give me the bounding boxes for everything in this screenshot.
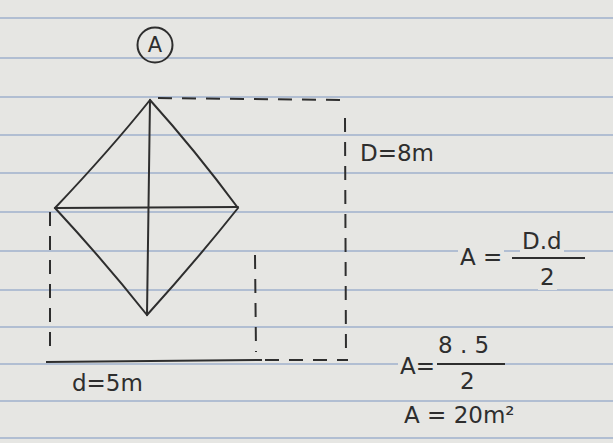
dimension-label: A= [398, 353, 437, 379]
dimension-label: D=8m [358, 140, 436, 166]
rhombus-figure [55, 100, 238, 315]
minor-diagonal [55, 207, 238, 208]
dimension-label: 2 [458, 368, 477, 394]
dimension-label: D.d [520, 228, 564, 254]
dimension-guides [50, 98, 348, 360]
dimension-label: d=5m [70, 370, 145, 396]
base-line [46, 360, 262, 362]
dimension-label: 2 [538, 264, 557, 290]
dimension-label: 8 . 5 [436, 332, 491, 358]
rhombus-outline [55, 100, 238, 315]
dimension-label: A = [458, 244, 504, 270]
circled-letter: A [136, 26, 174, 64]
ruled-lines [0, 18, 613, 438]
node-text: A [148, 33, 162, 57]
dimension-label: A = 20m² [402, 402, 517, 428]
fraction-bars [432, 258, 585, 364]
